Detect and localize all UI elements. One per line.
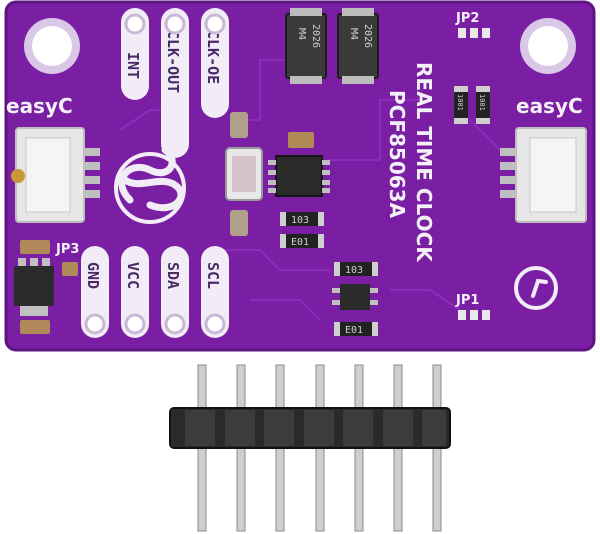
pin-label-scl: SCL: [204, 262, 222, 289]
resistor-e01-a: E01: [280, 234, 324, 248]
clock-icon: [514, 266, 558, 310]
pin-label-clk-out: CLK-OUT: [164, 30, 182, 93]
capacitors: [20, 240, 78, 334]
diode-2-marking-b: 2026: [362, 24, 373, 48]
crystal-oscillator: [225, 112, 263, 236]
resistor-103-b-label: 103: [345, 265, 363, 276]
pin-header: [169, 364, 451, 532]
rtc-chip: [268, 132, 330, 197]
resistor-103-a-label: 103: [291, 215, 309, 226]
brand-label-left: easyC: [6, 94, 73, 118]
pin-label-int: INT: [124, 52, 142, 79]
pin-label-sda: SDA: [164, 262, 182, 289]
top-pads: [124, 13, 226, 35]
diode-1: M4 2026: [285, 8, 327, 84]
resistor-e01-b: E01: [334, 322, 378, 336]
bottom-pads: [84, 313, 226, 335]
brand-label-right: easyC: [516, 94, 583, 118]
resistor-pair-right: 1001 1001: [454, 86, 490, 124]
mounting-hole-left: [24, 18, 80, 74]
board-title-line2: PCF85063A: [385, 90, 409, 219]
diode-2: M4 2026: [337, 8, 379, 84]
brand-logo-icon: [114, 146, 186, 224]
jumper-label-jp2: JP2: [455, 11, 479, 26]
jumper-label-jp3: JP3: [55, 242, 79, 257]
resistor-e01-b-label: E01: [345, 325, 363, 336]
pin-label-gnd: GND: [84, 262, 102, 289]
resistor-103-a: 103: [280, 212, 324, 226]
easyc-connector-right: [500, 127, 587, 223]
jumper-label-jp1: JP1: [455, 293, 479, 308]
resistor-103-b: 103: [334, 262, 378, 276]
resistor-1001-a-label: 1001: [456, 94, 464, 111]
diode-2-marking-a: M4: [348, 28, 359, 40]
easyc-connector-left: [11, 127, 100, 223]
diode-1-marking-a: M4: [296, 28, 307, 40]
board-title-line1: REAL TIME CLOCK: [412, 62, 436, 263]
resistor-e01-a-label: E01: [291, 237, 309, 248]
pin-label-vcc: VCC: [124, 262, 142, 289]
resistor-1001-b-label: 1001: [478, 94, 486, 111]
mounting-hole-right: [520, 18, 576, 74]
transistor-bottom: [332, 284, 378, 310]
bottom-pin-labels: GND VCC SDA SCL: [81, 246, 229, 338]
diode-1-marking-b: 2026: [310, 24, 321, 48]
voltage-regulator: [14, 258, 54, 316]
pin-label-clk-oe: CLK-OE: [204, 30, 222, 84]
jumper-pads: [458, 28, 490, 320]
